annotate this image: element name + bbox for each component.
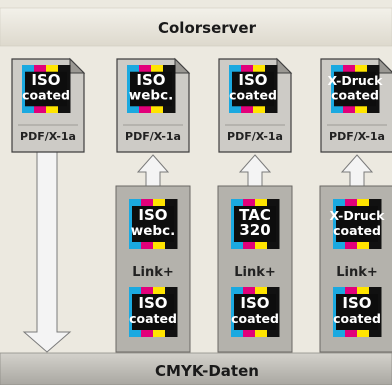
profile-label-line: coated [331,88,379,103]
profile-label-line: coated [129,311,177,326]
label-plate [130,71,172,107]
cmyk-label: CMYK-Daten [155,362,259,380]
profile-label-line: ISO [138,294,167,312]
profile-label-line: TAC [239,206,271,224]
link-plus-label: Link+ [132,265,174,280]
profile-label-line: coated [333,223,381,238]
link-columns: ISOwebc.Link+ISOcoatedTAC320Link+ISOcoat… [115,154,392,353]
label-plate [132,206,174,242]
profile-label-line: ISO [136,71,165,89]
cmyk-bar: CMYK-Daten [0,352,392,385]
profile-label-line: ISO [138,206,167,224]
link-plus-label: Link+ [234,265,276,280]
header-bar: Colorserver [0,7,392,47]
label-plate [25,71,67,107]
profile-label-line: coated [231,311,279,326]
profile-label-line: coated [229,88,277,103]
pdf-caption: PDF/X-1a [329,130,385,143]
label-plate [232,71,274,107]
label-plate [334,71,376,107]
pdf-caption: PDF/X-1a [227,130,283,143]
label-plate [336,206,378,242]
profile-label-line: webc. [131,223,175,239]
profile-label-line: coated [22,88,70,103]
profile-label-line: X-Druck [330,208,386,223]
profile-label-line: ISO [31,71,60,89]
profile-label-line: ISO [342,294,371,312]
document-row: ISOcoatedPDF/X-1aISOwebc.PDF/X-1aISOcoat… [11,57,392,153]
profile-label-line: coated [333,311,381,326]
label-plate [234,294,276,330]
profile-label-line: ISO [238,71,267,89]
profile-label-line: 320 [239,221,270,239]
label-plate [132,294,174,330]
profile-label-line: ISO [240,294,269,312]
label-plate [234,206,276,242]
profile-label-line: webc. [129,88,173,104]
header-title: Colorserver [158,19,257,37]
profile-label-line: X-Druck [328,73,384,88]
label-plate [336,294,378,330]
link-plus-label: Link+ [336,265,378,280]
pdf-caption: PDF/X-1a [125,130,181,143]
pdf-caption: PDF/X-1a [20,130,76,143]
down-arrow [22,151,72,353]
